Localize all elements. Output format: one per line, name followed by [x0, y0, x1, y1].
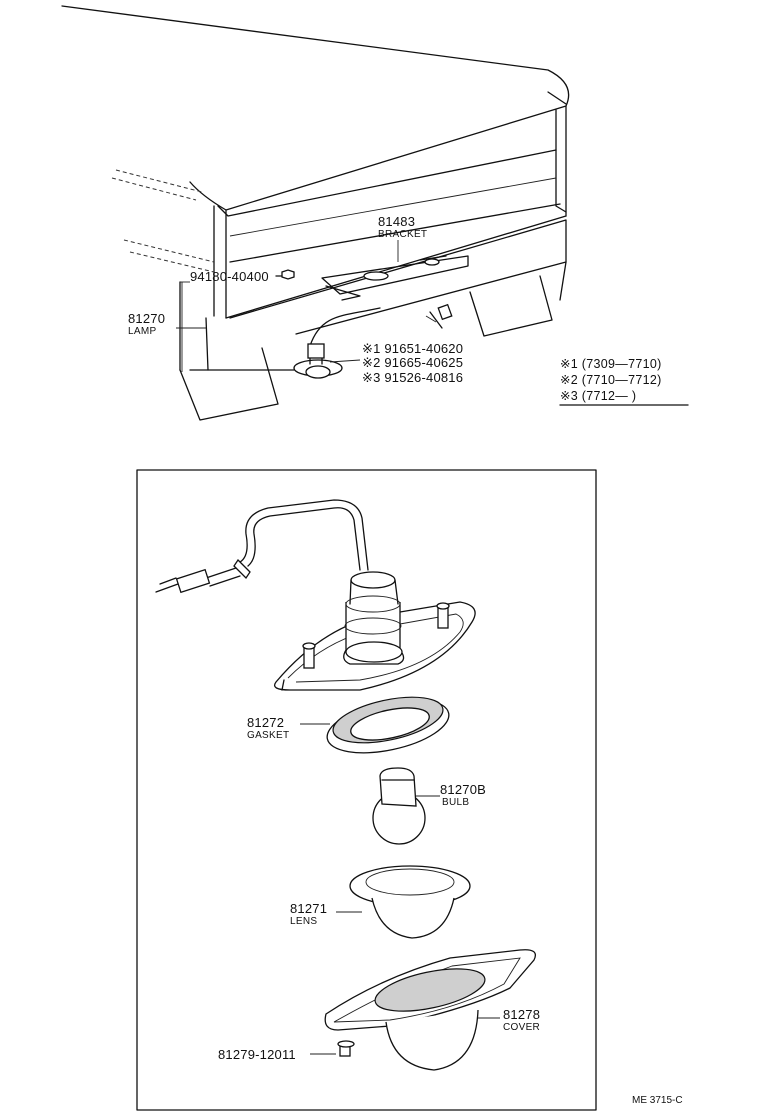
lens-part-name: LENS: [290, 916, 318, 927]
cover-part-number: 81278: [503, 1007, 541, 1022]
bracket-part-name: BRACKET: [378, 229, 428, 240]
legend-row-3: ※3 (7712— ): [560, 389, 637, 403]
socket-assembly-drawing: [155, 499, 476, 691]
bulb-drawing: [372, 767, 440, 845]
alt-part-2: ※2 91665-40625: [362, 355, 464, 370]
legend-row-1: ※1 (7309—7710): [560, 357, 662, 371]
lamp-part-name: LAMP: [128, 326, 157, 337]
lamp-part-number: 81270: [128, 311, 166, 326]
diagram-code: ME 3715-C: [632, 1095, 683, 1106]
bracket-part-number: 81483: [378, 214, 416, 229]
screw-top-part-number: 94180-40400: [190, 269, 269, 284]
rear-body-drawing: [61, 5, 570, 421]
gasket-drawing: [300, 696, 450, 754]
cover-part-name: COVER: [503, 1022, 541, 1033]
bulb-part-name: BULB: [442, 797, 470, 808]
lens-drawing: [336, 865, 471, 939]
screw-part-number: 81279-12011: [218, 1047, 296, 1062]
screw-drawing: [310, 1040, 355, 1057]
lens-part-number: 81271: [290, 901, 328, 916]
bulb-part-number: 81270B: [440, 782, 487, 797]
gasket-part-name: GASKET: [247, 730, 290, 741]
cover-drawing: [324, 949, 537, 1071]
alt-part-1: ※1 91651-40620: [362, 341, 464, 356]
legend-row-2: ※2 (7710—7712): [560, 373, 662, 387]
alt-part-3: ※3 91526-40816: [362, 370, 464, 385]
gasket-part-number: 81272: [247, 715, 285, 730]
detail-frame: [136, 469, 597, 1111]
